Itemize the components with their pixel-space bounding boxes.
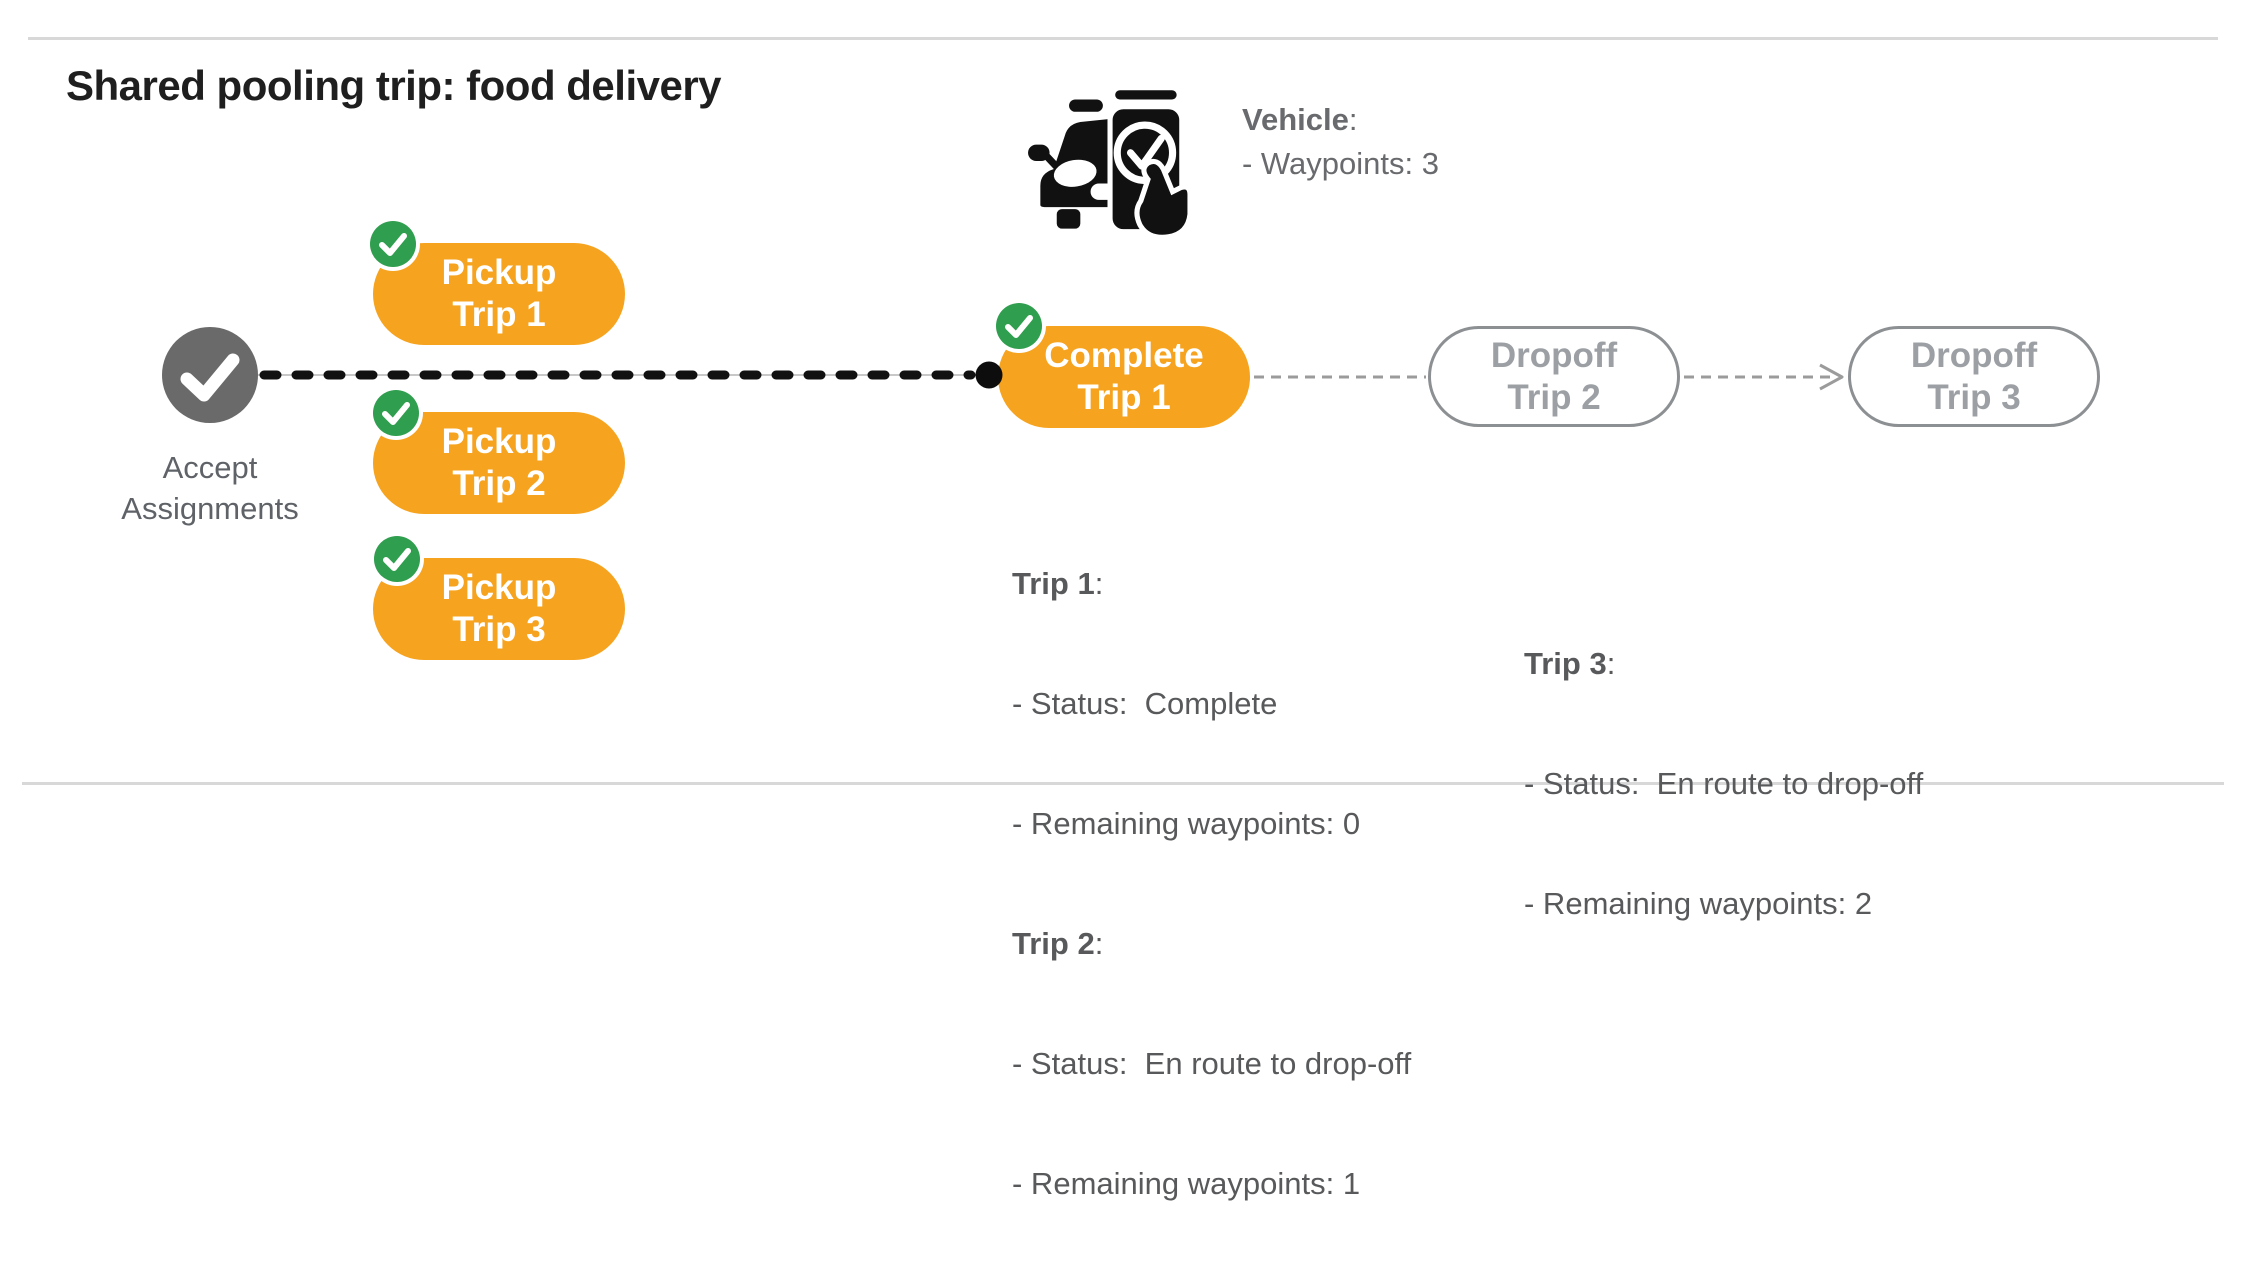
dropoff-trip-2-pill: Dropoff Trip 2 [1428,326,1680,427]
trip-3-details: Trip 3: - Status: En route to drop-off -… [1524,564,1923,1004]
check-badge-icon [370,221,416,267]
pointing-hand [1134,158,1190,240]
trip-1-2-details: Trip 1: - Status: Complete - Remaining w… [1012,484,1411,1284]
accept-assignments-label: Accept Assignments [121,450,299,526]
dropoff-trip-3-pill: Dropoff Trip 3 [1848,326,2100,427]
vehicle-label: Vehicle [1242,102,1349,137]
accept-assignments-node [162,327,258,423]
pickup-trip-3-pill: Pickup Trip 3 [373,558,625,660]
vehicle-info: Vehicle: - Waypoints: 3 [1242,98,1439,186]
trip-2-status: - Status: En route to drop-off [1012,1046,1412,1081]
page-title: Shared pooling trip: food delivery [66,62,722,109]
trip-3-label: Trip 3: [1524,646,1616,681]
shared-pooling-trip-diagram: Shared pooling trip: food delivery Vehic… [22,37,2224,1201]
pickup-trip-1-pill: Pickup Trip 1 [373,243,625,345]
trip-3-waypoints: - Remaining waypoints: 2 [1524,886,1873,921]
check-circle [1113,121,1177,185]
car-wheel [1056,209,1081,229]
taxi-roof-sign [1069,99,1103,112]
car-phone-check-icon [1028,86,1190,240]
trip-3-status: - Status: En route to drop-off [1524,766,1924,801]
complete-trip-1-pill: Complete Trip 1 [998,326,1250,428]
trip-2-label: Trip 2: [1012,926,1104,961]
phone-top-cap [1111,86,1181,104]
bottom-divider [22,782,2224,785]
check-mark [1126,134,1165,170]
trip-1-waypoints: - Remaining waypoints: 0 [1012,806,1361,841]
trip-2-waypoints: - Remaining waypoints: 1 [1012,1166,1361,1201]
trip-1-label: Trip 1: [1012,566,1104,601]
checkmark-icon [180,353,240,402]
check-badge-icon [373,390,419,436]
pickup-trip-2-pill: Pickup Trip 2 [373,412,625,514]
car-window [1053,159,1097,187]
top-divider [28,37,2218,40]
vehicle-waypoints: - Waypoints: 3 [1242,146,1439,181]
vehicle-label-line: Vehicle: [1242,102,1358,137]
check-badge-icon [996,303,1042,349]
trip-1-status: - Status: Complete [1012,686,1278,721]
arrowhead-icon [1819,363,1844,391]
check-badge-icon [374,536,420,582]
